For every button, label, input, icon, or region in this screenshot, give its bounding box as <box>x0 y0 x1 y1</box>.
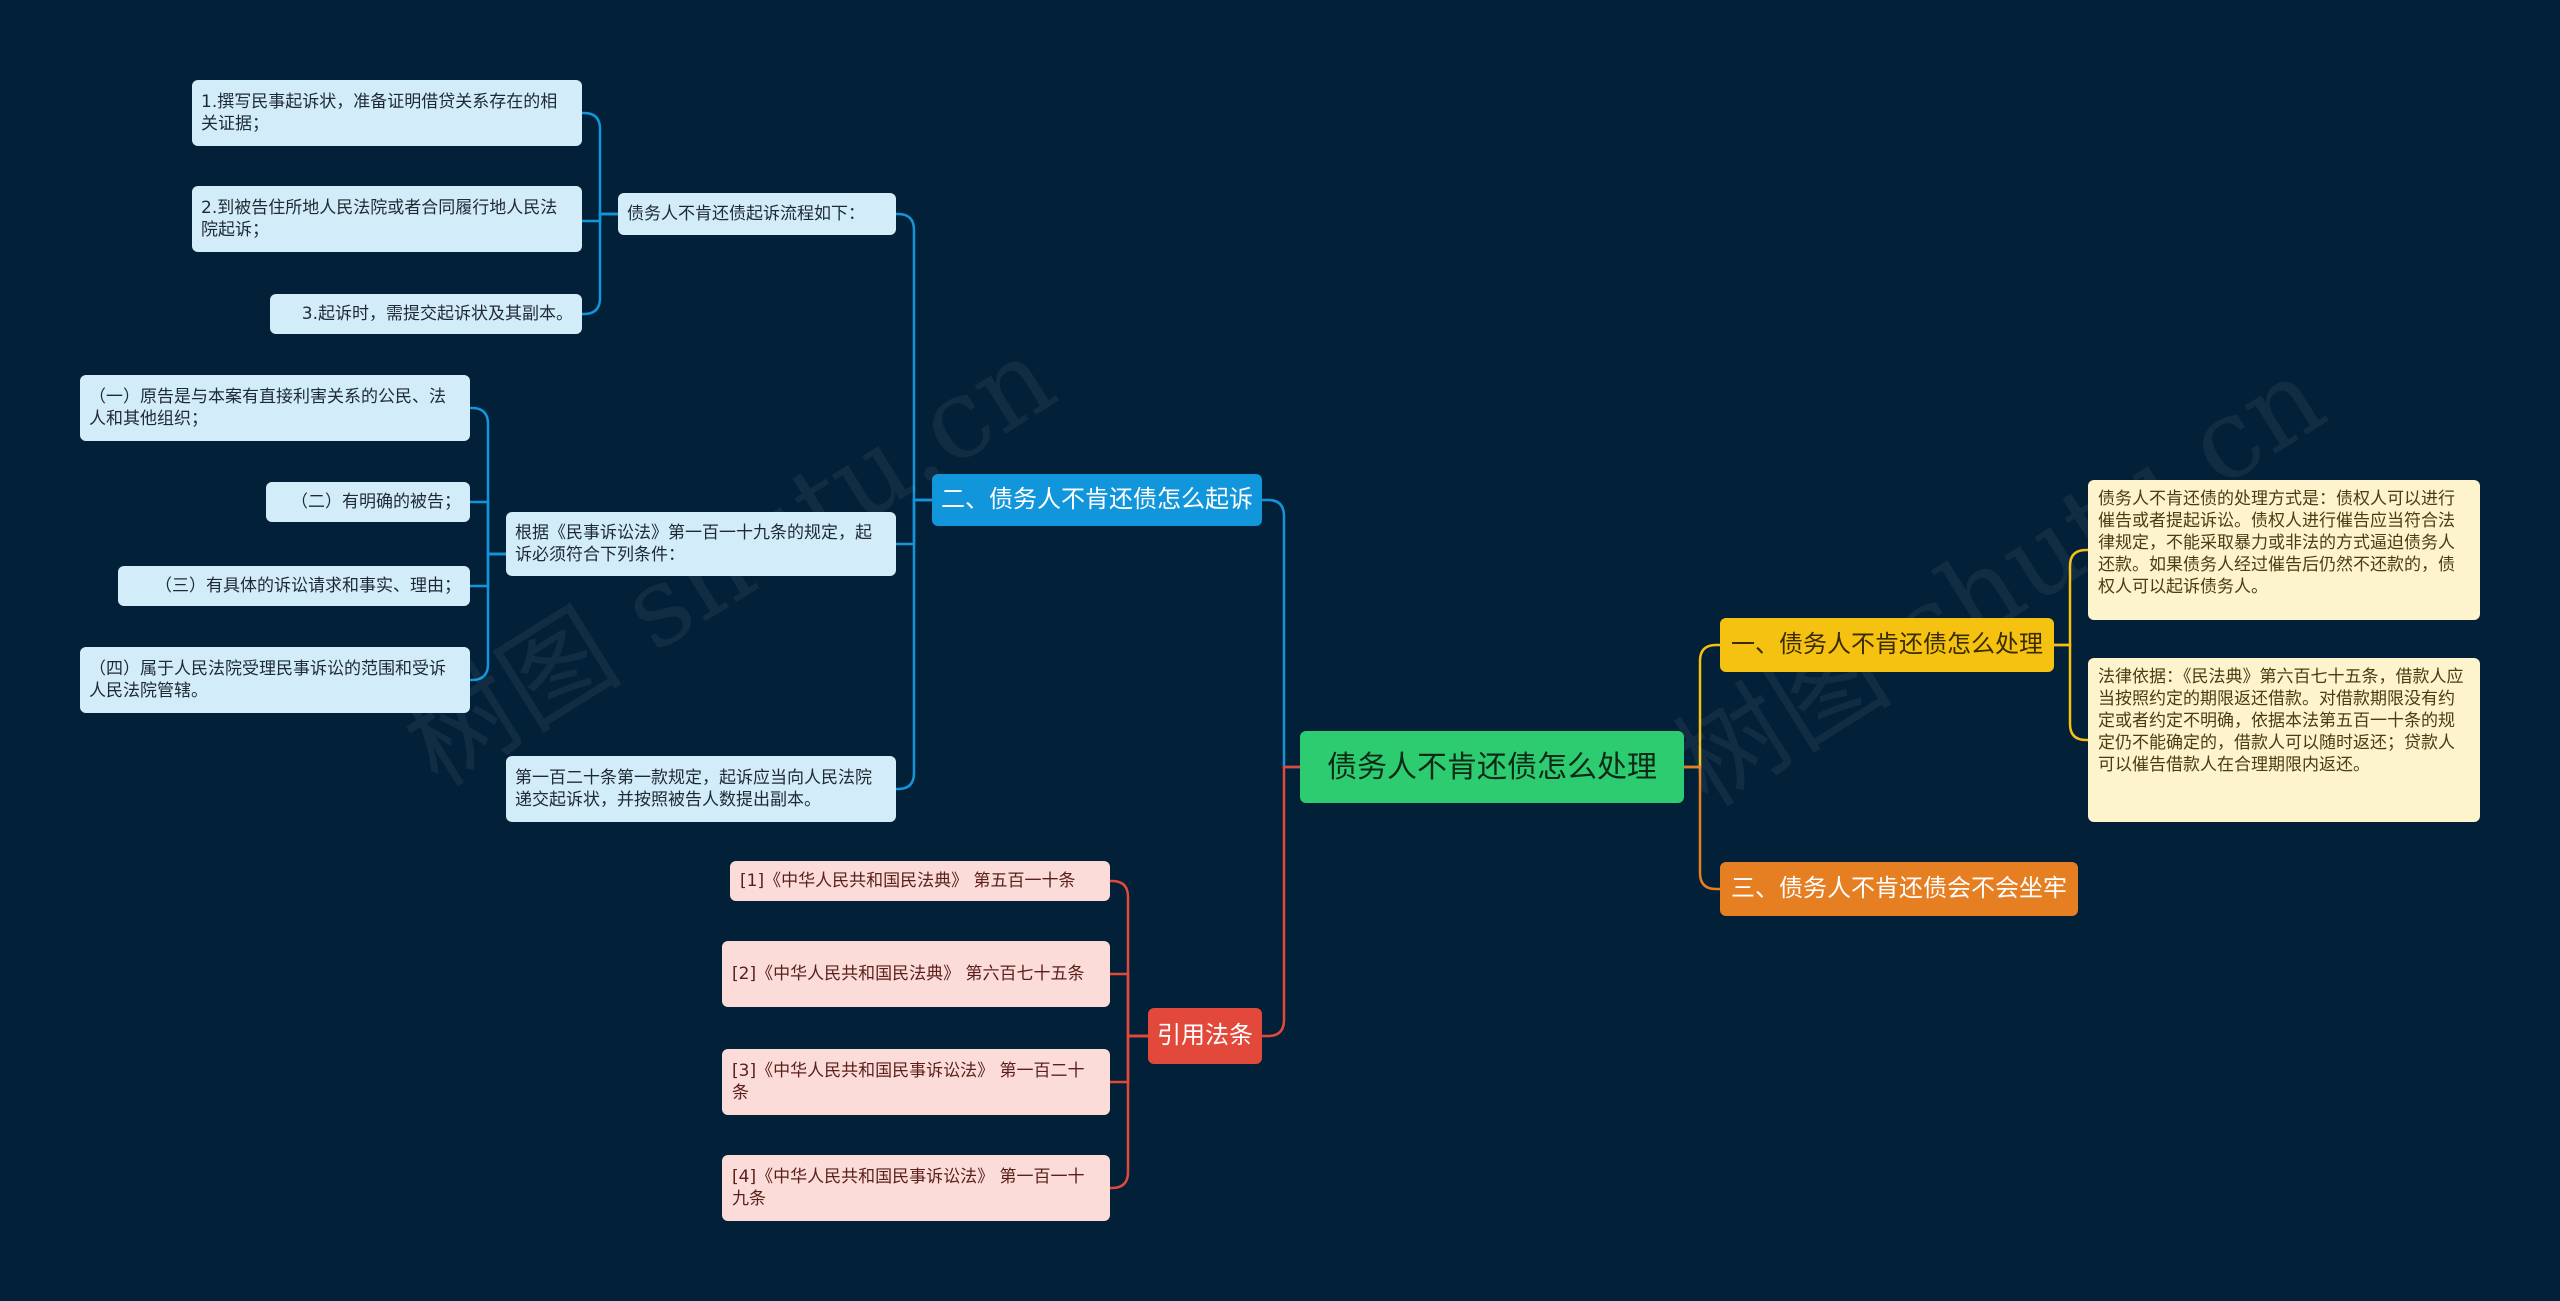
link-root-laws <box>1262 765 1300 1038</box>
branch-cited-laws[interactable]: 引用法条 <box>1148 1008 1262 1064</box>
link-root-handle <box>1684 643 1720 769</box>
article-120-text: 第一百二十条第一款规定，起诉应当向人民法院递交起诉状，并按照被告人数提出副本。 <box>515 767 872 810</box>
condition-item-4-text: （四）属于人民法院受理民事诉讼的范围和受诉人民法院管辖。 <box>89 658 446 701</box>
branch-will-go-to-jail-label: 三、债务人不肯还债会不会坐牢 <box>1731 874 2067 903</box>
process-step-3-text: 3.起诉时，需提交起诉状及其副本。 <box>301 303 573 324</box>
handle-note-1[interactable]: 债务人不肯还债的处理方式是：债权人可以进行催告或者提起诉讼。债权人进行催告应当符… <box>2088 480 2480 620</box>
branch-will-go-to-jail[interactable]: 三、债务人不肯还债会不会坐牢 <box>1720 862 2078 916</box>
law-item-3[interactable]: [3]《中华人民共和国民事诉讼法》 第一百二十条 <box>722 1049 1110 1115</box>
link-laws-2 <box>1110 972 1148 1038</box>
process-step-3[interactable]: 3.起诉时，需提交起诉状及其副本。 <box>270 294 582 334</box>
link-sue-process <box>896 212 932 502</box>
condition-item-3-text: （三）有具体的诉讼请求和事实、理由； <box>155 575 461 596</box>
process-step-2[interactable]: 2.到被告住所地人民法院或者合同履行地人民法院起诉； <box>192 186 582 252</box>
link-root-jail <box>1684 765 1720 891</box>
link-handle-note1 <box>2054 548 2088 647</box>
law-item-4[interactable]: [4]《中华人民共和国民事诉讼法》 第一百一十九条 <box>722 1155 1110 1221</box>
branch-how-to-handle-label: 一、债务人不肯还债怎么处理 <box>1731 630 2043 659</box>
law-item-3-text: [3]《中华人民共和国民事诉讼法》 第一百二十条 <box>732 1060 1085 1103</box>
handle-note-2[interactable]: 法律依据：《民法典》第六百七十五条，借款人应当按照约定的期限返还借款。对借款期限… <box>2088 658 2480 822</box>
root-topic[interactable]: 债务人不肯还债怎么处理 <box>1300 731 1684 803</box>
law-item-1[interactable]: [1]《中华人民共和国民法典》 第五百一十条 <box>730 861 1110 901</box>
link-root-sue <box>1262 498 1300 769</box>
law-item-2-text: [2]《中华人民共和国民法典》 第六百七十五条 <box>732 963 1085 984</box>
condition-item-1-text: （一）原告是与本案有直接利害关系的公民、法人和其他组织； <box>89 386 446 429</box>
condition-item-1[interactable]: （一）原告是与本案有直接利害关系的公民、法人和其他组织； <box>80 375 470 441</box>
condition-item-3[interactable]: （三）有具体的诉讼请求和事实、理由； <box>118 566 470 606</box>
branch-how-to-handle[interactable]: 一、债务人不肯还债怎么处理 <box>1720 618 2054 672</box>
law-item-1-text: [1]《中华人民共和国民法典》 第五百一十条 <box>740 870 1076 891</box>
branch-how-to-sue[interactable]: 二、债务人不肯还债怎么起诉 <box>932 474 1262 526</box>
law-item-4-text: [4]《中华人民共和国民事诉讼法》 第一百一十九条 <box>732 1166 1085 1209</box>
branch-cited-laws-label: 引用法条 <box>1157 1021 1253 1050</box>
link-laws-1 <box>1110 879 1148 1038</box>
sue-conditions-node[interactable]: 根据《民事诉讼法》第一百一十九条的规定，起诉必须符合下列条件： <box>506 512 896 576</box>
handle-note-1-text: 债务人不肯还债的处理方式是：债权人可以进行催告或者提起诉讼。债权人进行催告应当符… <box>2098 489 2455 598</box>
link-cond-4 <box>470 552 506 682</box>
law-item-2[interactable]: [2]《中华人民共和国民法典》 第六百七十五条 <box>722 941 1110 1007</box>
link-process-step3 <box>582 212 618 316</box>
process-step-1-text: 1.撰写民事起诉状，准备证明借贷关系存在的相关证据； <box>201 91 558 134</box>
sue-process-node[interactable]: 债务人不肯还债起诉流程如下： <box>618 193 896 235</box>
link-sue-article120 <box>896 498 932 791</box>
process-step-1[interactable]: 1.撰写民事起诉状，准备证明借贷关系存在的相关证据； <box>192 80 582 146</box>
link-handle-note2 <box>2054 643 2088 742</box>
branch-how-to-sue-label: 二、债务人不肯还债怎么起诉 <box>941 485 1253 514</box>
condition-item-4[interactable]: （四）属于人民法院受理民事诉讼的范围和受诉人民法院管辖。 <box>80 647 470 713</box>
condition-item-2[interactable]: （二）有明确的被告； <box>266 482 470 522</box>
process-step-2-text: 2.到被告住所地人民法院或者合同履行地人民法院起诉； <box>201 197 558 240</box>
link-cond-2 <box>470 500 506 556</box>
root-topic-label: 债务人不肯还债怎么处理 <box>1327 749 1657 785</box>
handle-note-2-text: 法律依据：《民法典》第六百七十五条，借款人应当按照约定的期限返还借款。对借款期限… <box>2098 667 2464 776</box>
sue-conditions-label: 根据《民事诉讼法》第一百一十九条的规定，起诉必须符合下列条件： <box>515 522 872 565</box>
link-laws-4 <box>1110 1034 1148 1190</box>
sue-process-label: 债务人不肯还债起诉流程如下： <box>627 203 865 224</box>
condition-item-2-text: （二）有明确的被告； <box>291 491 461 512</box>
article-120-node[interactable]: 第一百二十条第一款规定，起诉应当向人民法院递交起诉状，并按照被告人数提出副本。 <box>506 756 896 822</box>
link-cond-1 <box>470 406 506 556</box>
link-process-step1 <box>582 111 618 216</box>
